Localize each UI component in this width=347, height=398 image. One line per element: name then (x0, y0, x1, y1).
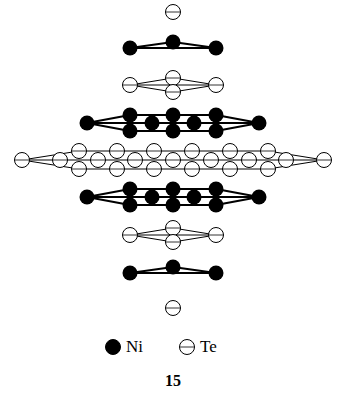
legend-entry: Ni (104, 337, 143, 357)
legend-text: Ni (126, 337, 143, 357)
legend-text: Te (200, 337, 217, 357)
atom-swatch (178, 338, 196, 356)
legend-entry: Te (178, 337, 217, 357)
figure-number: 15 (165, 372, 181, 390)
atom-swatch (104, 338, 122, 356)
